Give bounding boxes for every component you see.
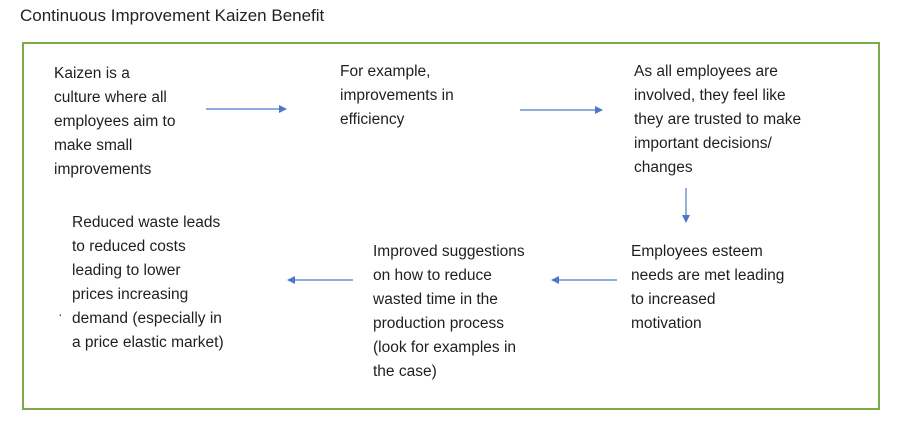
step-6-line: Reduced waste leads: [72, 214, 221, 231]
step-5-line: Improved suggestions: [373, 243, 525, 260]
bullet-dot: ·: [58, 306, 63, 322]
step-3-line: important decisions/: [634, 135, 772, 152]
step-3-line: As all employees are: [634, 63, 778, 80]
step-6-line: a price elastic market): [72, 334, 224, 351]
step-4-line: motivation: [631, 315, 702, 332]
step-box-3: As all employees are involved, they feel…: [634, 60, 801, 180]
step-1-line: employees aim to: [54, 113, 176, 130]
step-1-line: improvements: [54, 161, 152, 178]
step-6-line: leading to lower: [72, 262, 181, 279]
step-box-1: Kaizen is a culture where all employees …: [54, 62, 175, 182]
step-1-line: Kaizen is a: [54, 65, 130, 82]
step-6-line: to reduced costs: [72, 238, 186, 255]
step-5-line: wasted time in the: [373, 291, 498, 308]
step-2-line: efficiency: [340, 111, 405, 128]
step-6-line: demand (especially in: [72, 310, 222, 327]
diagram-title: Continuous Improvement Kaizen Benefit: [20, 6, 325, 25]
step-1-line: culture where all: [54, 89, 167, 106]
step-5-line: production process: [373, 315, 504, 332]
step-6-line: prices increasing: [72, 286, 189, 303]
step-3-line: involved, they feel like: [634, 87, 786, 104]
diagram-frame: [22, 42, 880, 410]
step-4-line: Employees esteem: [631, 243, 763, 260]
step-5-line: (look for examples in: [373, 339, 517, 356]
step-4-line: to increased: [631, 291, 716, 308]
step-5-line: on how to reduce: [373, 267, 492, 284]
step-box-2: For example, improvements in efficiency: [340, 60, 454, 132]
step-3-line: changes: [634, 159, 693, 176]
step-box-4: Employees esteem needs are met leading t…: [631, 240, 784, 336]
step-2-line: For example,: [340, 63, 431, 80]
step-5-line: the case): [373, 363, 437, 380]
step-box-5: Improved suggestions on how to reduce wa…: [373, 240, 525, 384]
step-4-line: needs are met leading: [631, 267, 785, 284]
step-1-line: make small: [54, 137, 133, 154]
step-box-6: Reduced waste leads to reduced costs lea…: [72, 211, 224, 355]
step-3-line: they are trusted to make: [634, 111, 802, 128]
step-2-line: improvements in: [340, 87, 454, 104]
